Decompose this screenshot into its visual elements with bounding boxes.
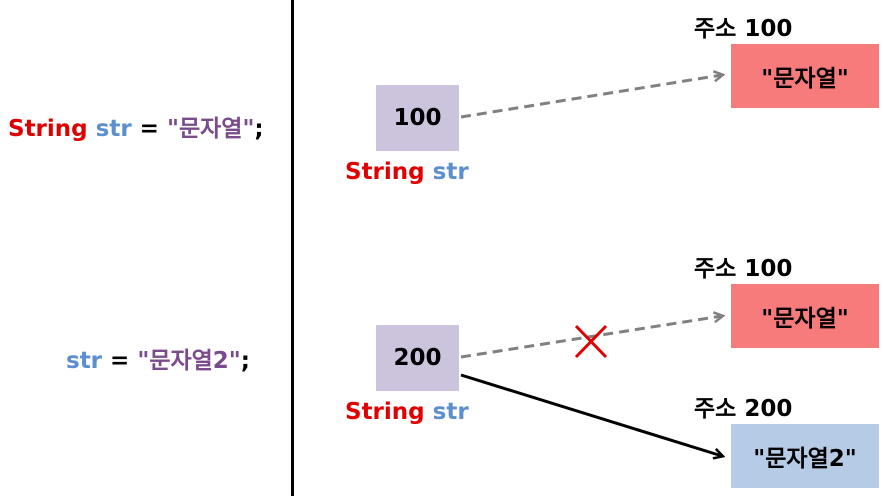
string-box-new: "문자열2" — [731, 424, 879, 488]
semicolon: ; — [240, 348, 250, 374]
variable-label: String str — [345, 159, 469, 185]
address-label-100-old: 주소 100 — [694, 256, 793, 282]
string-box-original-unreferenced: "문자열" — [731, 284, 879, 348]
variable-box-100: 100 — [376, 85, 459, 151]
assign-operator: = — [102, 348, 138, 374]
variable-label: String str — [345, 399, 469, 425]
address-label-100: 주소 100 — [694, 16, 793, 42]
variable-name: str — [432, 399, 469, 425]
string-literal: 문자열 — [178, 116, 243, 142]
type-keyword: String — [345, 159, 425, 185]
string-box-original: "문자열" — [731, 44, 879, 108]
vertical-divider — [291, 0, 294, 496]
string-literal: 문자열2 — [149, 348, 229, 374]
type-keyword: String — [345, 399, 425, 425]
variable-name: str — [432, 159, 469, 185]
variable-name: str — [95, 116, 132, 142]
cross-mark-icon — [574, 324, 608, 359]
semicolon: ; — [254, 116, 264, 142]
variable-name: str — [66, 348, 103, 374]
code-line-reassignment: str = "문자열2"; — [66, 341, 250, 375]
code-line-declaration: String str = "문자열"; — [8, 109, 264, 143]
quote-open: " — [137, 348, 150, 374]
type-keyword: String — [8, 116, 88, 142]
quote-close: " — [242, 116, 255, 142]
address-label-200: 주소 200 — [694, 396, 793, 422]
assign-operator: = — [131, 116, 167, 142]
reference-arrow-100 — [460, 75, 722, 119]
variable-box-200: 200 — [376, 325, 459, 391]
broken-reference-arrow — [460, 316, 722, 359]
reference-arrow-200 — [460, 373, 722, 456]
quote-close: " — [228, 348, 241, 374]
quote-open: " — [166, 116, 179, 142]
